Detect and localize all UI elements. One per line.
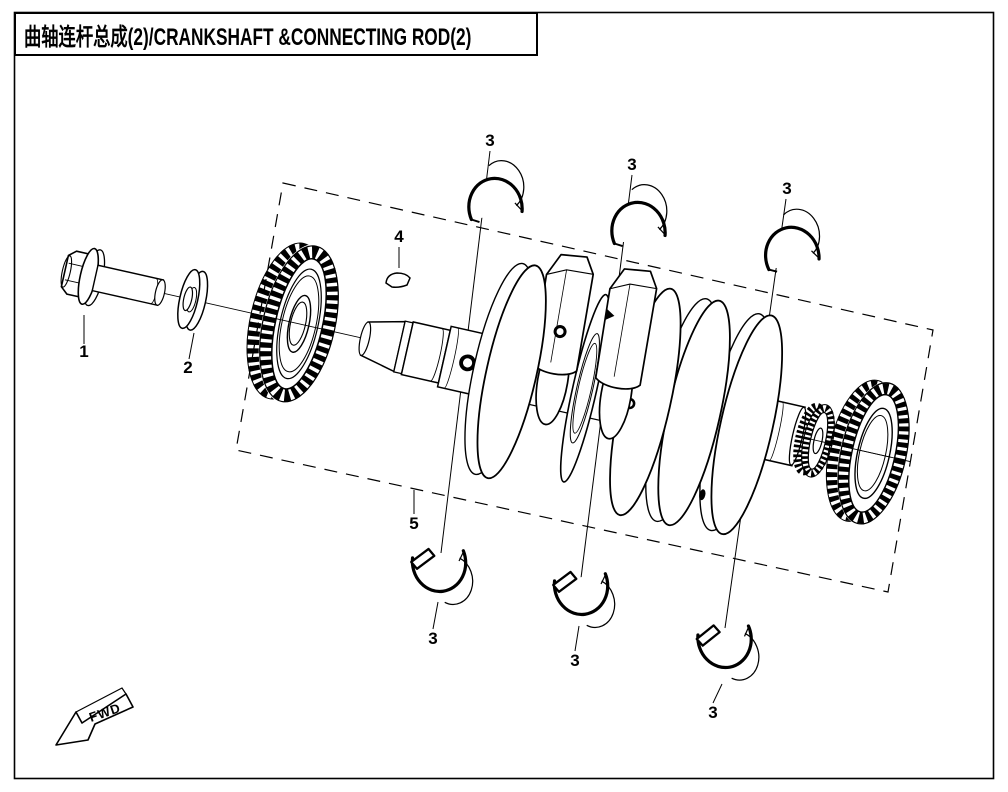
fwd-marker: FWD — [55, 687, 134, 746]
crank-webs-and-rods — [464, 253, 784, 536]
leader-washer — [188, 332, 195, 360]
woodruff-key — [385, 272, 411, 288]
leader-bearing-b1 — [432, 601, 439, 630]
assembly-boundary-dashed-box — [235, 182, 934, 593]
connecting-rod-1 — [531, 253, 595, 426]
axis-centerline-gear — [857, 449, 892, 458]
leader-bearing-b2 — [574, 625, 580, 652]
axis-centerline-spline — [803, 437, 835, 445]
web-1 — [476, 264, 547, 480]
bearing-shell-top-2 — [603, 179, 674, 249]
callout-bearing-b1: 3 — [428, 629, 437, 648]
bearing-shell-bottom-2 — [550, 564, 620, 635]
web-4 — [710, 314, 784, 536]
bearing-shell-bottom-1 — [408, 541, 478, 612]
flange-bolt — [60, 247, 166, 307]
center-main-journal — [559, 293, 610, 483]
bearing-shell-top-3 — [755, 203, 828, 276]
callout-bolt: 1 — [79, 342, 88, 361]
callout-bearing-t3: 3 — [782, 179, 791, 198]
callout-assembly: 5 — [409, 514, 418, 533]
fwd-arrow-icon — [55, 693, 134, 746]
callout-bearing-b2: 3 — [570, 651, 579, 670]
connecting-rod-2 — [594, 268, 658, 440]
page-title: 曲轴连杆总成(2)/CRANKSHAFT &CONNECTING ROD(2) — [24, 23, 472, 51]
web-hole — [699, 489, 706, 501]
callout-labels: 1 2 3 3 3 3 3 3 4 5 — [79, 131, 791, 722]
callout-bearing-t2: 3 — [627, 155, 636, 174]
bearing-shell-top-1 — [460, 155, 531, 225]
title-block: 曲轴连杆总成(2)/CRANKSHAFT &CONNECTING ROD(2) — [14, 12, 538, 56]
callout-bearing-b3: 3 — [708, 703, 717, 722]
bearing-shell-bottom-3 — [693, 616, 765, 688]
leader-bearing-b3 — [712, 683, 723, 704]
rod-oil-hole — [553, 325, 567, 339]
callout-bearing-t1: 3 — [485, 131, 494, 150]
callout-key: 4 — [394, 227, 404, 246]
crankshaft-assembly — [60, 242, 911, 536]
washer — [177, 268, 209, 331]
callout-washer: 2 — [183, 358, 192, 377]
